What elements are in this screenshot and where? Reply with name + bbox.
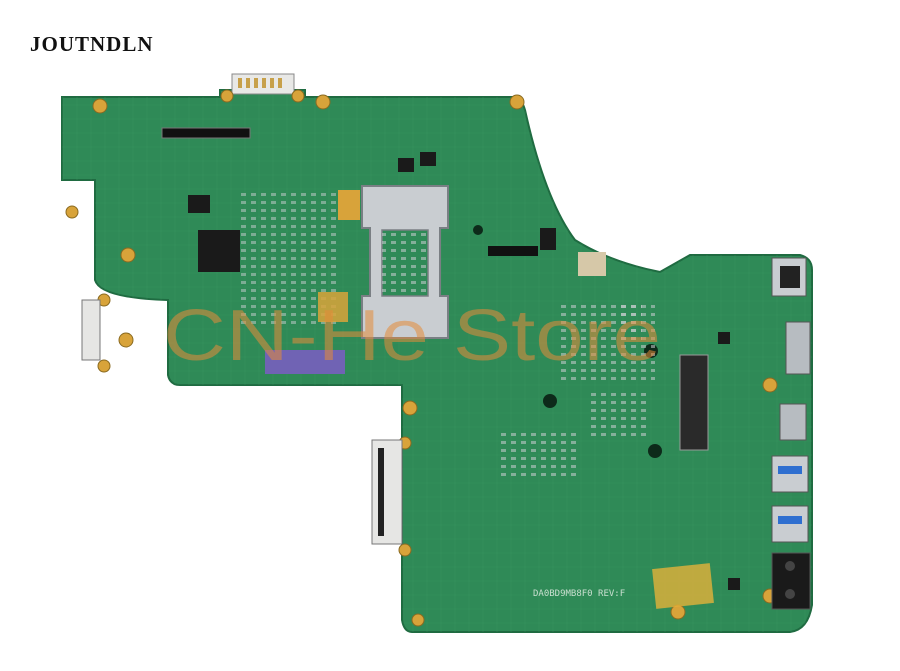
board-marking: DA0BD9MB8F0 REV:F bbox=[533, 589, 625, 599]
mounting-holes bbox=[65, 89, 778, 627]
io-controller-chip bbox=[198, 230, 240, 272]
cpu-socket-bracket bbox=[361, 185, 449, 339]
vga-port bbox=[785, 321, 811, 375]
sata-connector-left bbox=[81, 299, 101, 361]
brand-logo-text: JOUTNDLN bbox=[30, 32, 154, 56]
store-watermark: CN-He Store bbox=[163, 296, 661, 376]
hdmi-port bbox=[779, 403, 807, 441]
sata-connector-bottom bbox=[371, 439, 403, 545]
kapton-tape bbox=[652, 563, 714, 609]
